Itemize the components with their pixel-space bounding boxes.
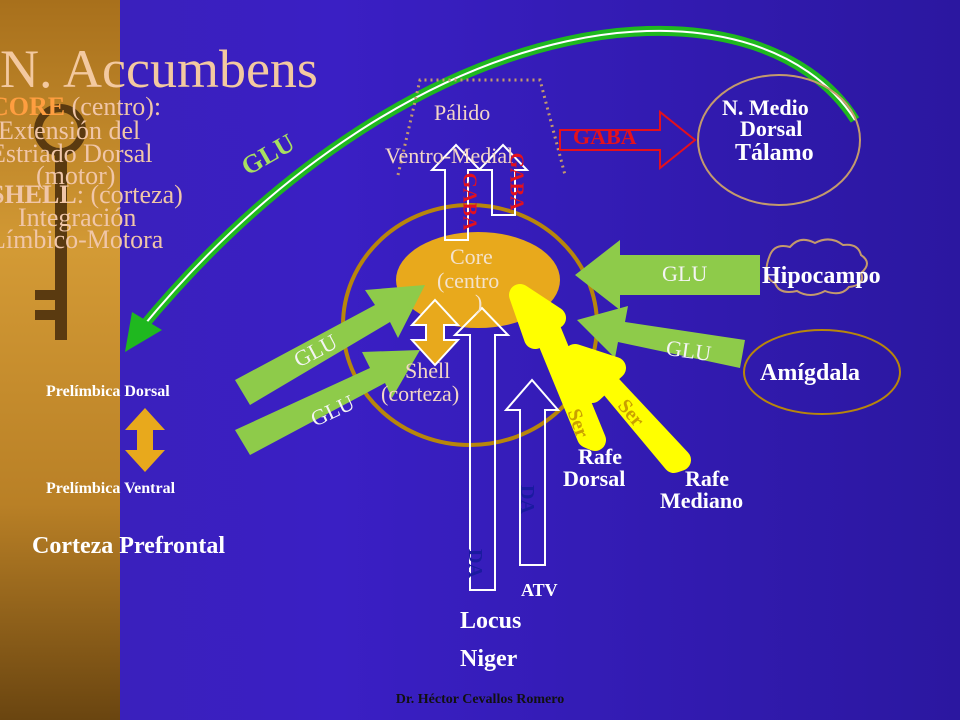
core-label-2: (centro xyxy=(437,268,500,293)
core-desc-3: (motor) xyxy=(36,161,116,190)
rafe-mediano-label-2: Mediano xyxy=(660,488,744,513)
gaba-right-arrow xyxy=(559,109,697,171)
prelimbica-ventral-label: Prelímbica Ventral xyxy=(46,480,176,497)
gaba-up-label-2: GABA xyxy=(505,152,528,211)
core-desc-1: Extensión del xyxy=(0,116,141,145)
corteza-prefrontal-label: Corteza Prefrontal xyxy=(32,533,226,559)
sidebar-strip xyxy=(0,0,120,720)
talamo-ellipse xyxy=(697,74,861,206)
nmd-label-2: Dorsal xyxy=(740,116,803,141)
nmd-label-1: N. Medio xyxy=(722,95,809,120)
palido-label-2: Ventro-Medial xyxy=(385,143,514,168)
glu-prelimbica-arrow-2 xyxy=(235,350,420,455)
locus-label-1: Locus xyxy=(460,608,522,634)
core-shell-double-arrow xyxy=(409,298,461,367)
core-label-1: Core xyxy=(450,244,493,269)
glu-amigdala-arrow xyxy=(577,306,745,368)
da-arrow-locus-niger xyxy=(452,306,511,591)
core-heading: CORE (centro): xyxy=(0,92,162,121)
atv-label: ATV xyxy=(521,580,558,600)
gaba-up-label-1: GABA xyxy=(458,172,481,231)
da-arrow-atv xyxy=(503,378,561,566)
gaba-up-arrow-1 xyxy=(429,143,483,241)
shell-desc-1: Integración xyxy=(18,203,137,232)
da-label-1: DA xyxy=(463,549,486,578)
amigdala-oval xyxy=(743,329,901,415)
shell-label-1: Shell xyxy=(405,358,451,383)
rafe-dorsal-label-2: Dorsal xyxy=(563,466,626,491)
hipocampo-cloud xyxy=(765,238,868,296)
locus-label-2: Niger xyxy=(460,646,518,672)
glu-hipocampo-label: GLU xyxy=(662,261,708,286)
da-label-2: DA xyxy=(515,485,538,514)
gaba-right-label: GABA xyxy=(573,124,637,149)
ser-arrow-rafe-mediano xyxy=(564,344,691,473)
glu-long-arrow xyxy=(125,25,860,352)
page-title: N. Accumbens xyxy=(0,39,318,99)
amigdala-label: Amígdala xyxy=(760,360,861,386)
shell-label-2: (corteza) xyxy=(381,381,460,406)
glu-hipocampo-arrow xyxy=(575,240,760,310)
prelimbica-dorsal-label: Prelímbica Dorsal xyxy=(46,383,170,400)
nmd-label-3: Tálamo xyxy=(735,140,814,166)
core-desc-2: Estriado Dorsal xyxy=(0,139,153,168)
footer-credit: Dr. Héctor Cevallos Romero xyxy=(395,692,565,707)
key-icon xyxy=(34,104,86,340)
core-label-3: ) xyxy=(475,290,483,315)
gaba-up-arrow-2 xyxy=(476,143,530,216)
shell-heading: SHELL: (corteza) xyxy=(0,180,183,209)
ser-arrow-rafe-dorsal xyxy=(509,284,606,451)
rafe-mediano-label-1: Rafe xyxy=(685,466,729,491)
palido-trapezoid xyxy=(396,78,567,176)
glu-prelimbica-arrow-1 xyxy=(235,285,425,405)
hipocampo-label: Hipocampo xyxy=(762,263,881,289)
shell-desc-2: Límbico-Motora xyxy=(0,225,164,254)
palido-label-1: Pálido xyxy=(434,100,491,125)
prefrontal-double-arrow xyxy=(125,408,165,472)
rafe-dorsal-label-1: Rafe xyxy=(578,444,622,469)
